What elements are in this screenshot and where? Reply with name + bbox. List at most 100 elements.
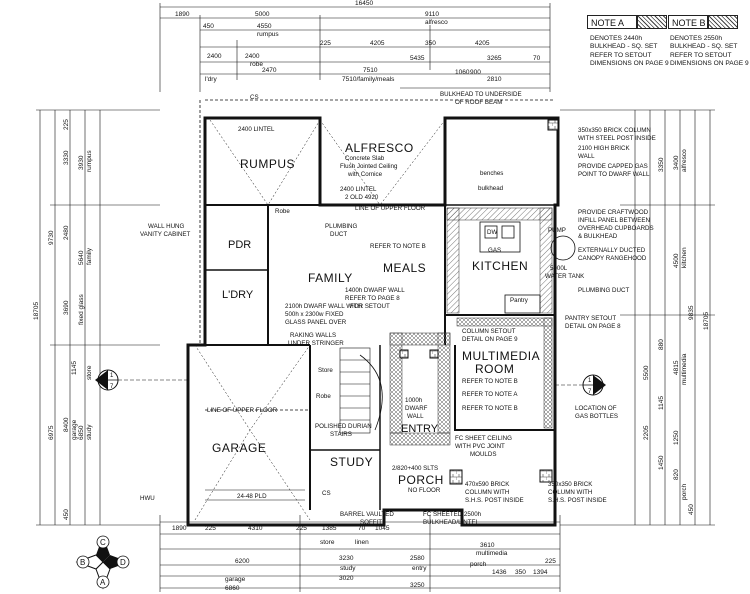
room-label-pdr: PDR (228, 239, 251, 251)
section-marker-left: 1 7 (95, 369, 188, 391)
dim-left-fixed-glass-label: fixed glass (78, 294, 85, 325)
room-label-garage: GARAGE (212, 441, 266, 455)
dim-left-3690: 3690 (63, 300, 70, 315)
note-alfresco-lintel-2: 2 OLD 4920 (345, 194, 379, 201)
note-dwarf-1400: 1400h DWARF WALL (345, 287, 405, 294)
dim-top-3265: 3265 (487, 55, 502, 62)
dim-left-garage-label: garage (71, 419, 78, 440)
room-label-study: STUDY (330, 455, 373, 469)
note-fc-ceiling-3: MOULDS (470, 451, 496, 458)
note-pump: PUMP (548, 227, 566, 234)
dim-left-6850: 6850 (78, 425, 85, 440)
note-dw: DW (487, 229, 497, 236)
note-wall-hung-2: VANITY CABINET (140, 231, 191, 238)
dim-right-overall: 18705 (703, 312, 710, 330)
compass-d: D (120, 558, 126, 567)
dim-top-450: 450 (203, 23, 214, 30)
note-craftwood-4: & BULKHEAD (578, 233, 618, 240)
dim-left-6975: 6975 (48, 425, 55, 440)
note-alfresco-cornice: with Cornice (347, 171, 383, 178)
dim-right-9835: 9835 (688, 305, 695, 320)
note-fc-ceiling: FC SHEET CEILING (455, 435, 512, 442)
bottom-dimension-labels: 1890 225 4310 225 1385 70 1045 3230 2580… (172, 525, 556, 592)
top-dimension-lines (159, 3, 551, 92)
room-label-alfresco: ALFRESCO (345, 141, 414, 155)
note-dwarf-entry-2: DWARF (405, 405, 428, 412)
brick-columns (399, 119, 559, 485)
dim-right-alfresco-label: alfresco (681, 149, 688, 172)
room-label-meals: MEALS (383, 261, 426, 275)
note-refer-b-2: REFER TO NOTE B (462, 405, 518, 412)
dim-top-9110: 9110 (425, 11, 439, 18)
dim-bot-1394: 1394 (533, 569, 548, 576)
dim-bot-entry-label: entry (412, 565, 427, 572)
left-dimension-lines (36, 109, 160, 526)
dim-bot-1045: 1045 (375, 525, 390, 532)
dim-bot-linen-label: linen (355, 539, 369, 546)
note-cs-top: CS (250, 94, 259, 101)
dim-left-8400: 8400 (63, 417, 70, 432)
note-a-description: DENOTES 2440h BULKHEAD - SQ. SET REFER T… (590, 35, 669, 67)
section-left-den: 7 (110, 384, 114, 390)
compass-b: B (80, 558, 85, 567)
dim-bot-70a: 70 (358, 525, 366, 532)
note-gas-bottles: LOCATION OF (575, 405, 617, 412)
room-label-family: FAMILY (308, 271, 353, 285)
note-barrel-vaulted: BARREL VAULTED (340, 511, 394, 518)
dim-bot-225c: 225 (545, 558, 556, 565)
dim-right-450: 450 (688, 504, 695, 515)
dim-right-multimedia-label: multimedia (681, 353, 688, 385)
section-marker-right: 1 7 (555, 374, 606, 396)
note-dwarf-entry: 1000h (405, 397, 423, 404)
note-porch-column-3: S.H.S. POST INSIDE (465, 497, 524, 504)
note-dwarf-1400-2: REFER TO PAGE 8 (345, 295, 400, 302)
note-bulkhead: bulkhead (478, 185, 504, 192)
note-a-label: NOTE A (587, 15, 637, 29)
dim-left-2480: 2480 (63, 225, 70, 240)
dim-bot-2580: 2580 (410, 555, 425, 562)
note-gas: GAS (488, 247, 501, 254)
note-refer-b-1: REFER TO NOTE B (462, 378, 518, 385)
stairs (339, 347, 383, 434)
note-bulkhead-roof: BULKHEAD TO UNDERSIDE (440, 91, 522, 98)
note-robe-small: Robe (316, 393, 331, 400)
note-dwarf-2100-3: GLASS PANEL OVER (285, 319, 347, 326)
room-label-entry: ENTRY (401, 423, 439, 435)
room-label-robe: Robe (275, 208, 290, 215)
note-alfresco-ceiling: Flush Jointed Ceiling (340, 163, 398, 170)
note-plumbing-duct-right: PLUMBING DUCT (578, 287, 629, 294)
dim-bot-350: 350 (515, 569, 526, 576)
dim-left-overall: 18705 (33, 302, 40, 320)
dim-right-5500: 5500 (643, 365, 650, 380)
note-craftwood: PROVIDE CRAFTWOOD (578, 209, 649, 216)
note-pantry-setout: PANTRY SETOUT (565, 315, 616, 322)
kitchen-fixtures (479, 221, 576, 314)
note-dwarf-entry-3: WALL (407, 413, 424, 420)
garage-slab (205, 489, 305, 501)
dim-top-7510: 7510 (363, 67, 378, 74)
dim-top-robe-label: robe (250, 61, 263, 68)
note-dwarf-2100: 2100h DWARF WALL WITH (285, 303, 362, 310)
note-column-setout: COLUMN SETOUT (462, 328, 516, 335)
dim-right-3400: 3400 (673, 155, 680, 170)
section-right-num: 1 (588, 378, 592, 384)
room-label-ldry: L'DRY (222, 289, 254, 301)
note-pantry-setout-2: DETAIL ON PAGE 8 (565, 323, 621, 330)
note-craftwood-3: OVERHEAD CUPBOARDS (578, 225, 654, 232)
note-b-hatch-swatch (708, 15, 738, 29)
dim-right-1450: 1450 (658, 455, 665, 470)
note-b-description: DENOTES 2550h BULKHEAD - SQ. SET REFER T… (670, 35, 749, 67)
note-alfresco-lintel: 2400 LINTEL (340, 186, 377, 193)
dim-top-2400b: 2400 (245, 53, 260, 60)
note-porch-floor: 2/820+400 SLTS (392, 465, 438, 472)
note-store: Store (318, 367, 333, 374)
dim-top-overall: 16450 (355, 0, 373, 7)
dim-left-3930: 3930 (78, 155, 85, 170)
dim-top-4550: 4550 (257, 23, 272, 30)
note-porch-column-right: 350x350 BRICK (548, 481, 593, 488)
dim-bot-4310: 4310 (248, 525, 263, 532)
note-brick-column: 350x350 BRICK COLUMN (578, 127, 651, 134)
note-water-tank: 5000L (550, 265, 568, 272)
dim-left-1145: 1145 (71, 361, 78, 375)
note-upper-floor-top: LINE OF UPPER FLOOR (355, 205, 426, 212)
